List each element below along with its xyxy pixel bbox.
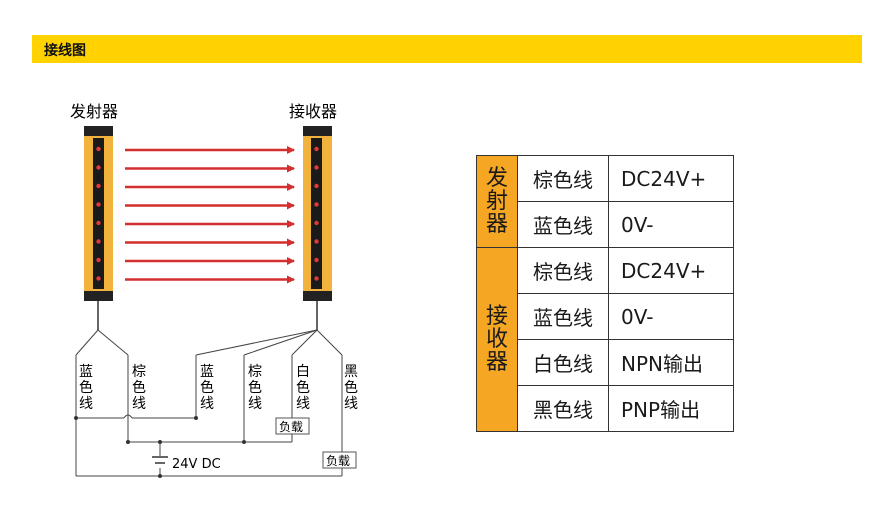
load-box-1: 负载 — [275, 417, 310, 435]
led-dot — [314, 146, 319, 152]
cables — [97, 301, 318, 330]
value-cell: DC24V+ — [608, 247, 734, 294]
group-label-receiver: 接收器 — [485, 304, 508, 375]
led-dot — [96, 276, 101, 281]
value-cell: 0V- — [608, 293, 734, 340]
led-dot — [96, 146, 101, 152]
wire-labels: 蓝色线 棕色线 蓝色线 棕色线 白色线 黑色线 — [79, 364, 358, 412]
wiring-table: 发射器 棕色线 DC24V+ 蓝色线 0V- 接收器 棕色线 DC24V+ 蓝色… — [476, 155, 734, 432]
light-beams — [125, 146, 295, 284]
supply-voltage-label: 24V DC — [172, 457, 221, 472]
value-cell: PNP输出 — [608, 385, 734, 432]
wire-cell: 棕色线 — [517, 247, 609, 294]
value-cell: 0V- — [608, 201, 734, 248]
wire-label-emitter-blue: 蓝色线 — [79, 364, 93, 412]
emitter-light-curtain — [84, 126, 113, 301]
led-dot — [314, 183, 319, 189]
value-cell: NPN输出 — [608, 339, 734, 386]
wire-cell: 蓝色线 — [517, 201, 609, 248]
wire-cell: 白色线 — [517, 339, 609, 386]
table-row: 黑色线 PNP输出 — [477, 385, 734, 432]
led-dot — [314, 239, 319, 244]
wire-cell: 蓝色线 — [517, 293, 609, 340]
wire-cell: 黑色线 — [517, 385, 609, 432]
wire-label-receiver-black: 黑色线 — [344, 364, 358, 412]
group-cell-receiver: 接收器 — [476, 247, 518, 432]
led-dot — [96, 220, 101, 226]
wire-cell: 棕色线 — [517, 155, 609, 202]
emitter-label: 发射器 — [70, 102, 118, 121]
table-row: 接收器 棕色线 DC24V+ — [476, 247, 734, 432]
led-dot — [96, 239, 101, 244]
led-dot — [96, 165, 101, 170]
group-label-emitter: 发射器 — [485, 166, 508, 237]
wire-label-emitter-brown: 棕色线 — [132, 364, 146, 412]
led-dot — [314, 202, 319, 207]
junction-dots — [74, 416, 246, 478]
battery-symbol — [152, 456, 168, 464]
led-dot — [96, 202, 101, 207]
led-dot — [314, 220, 319, 226]
wire-label-receiver-white: 白色线 — [296, 364, 310, 412]
receiver-label: 接收器 — [289, 102, 337, 121]
led-dot — [96, 183, 101, 189]
wire-label-receiver-blue: 蓝色线 — [200, 364, 214, 412]
section-title: 接线图 — [44, 43, 86, 59]
led-dot — [314, 276, 319, 281]
table-row: 蓝色线 0V- — [477, 201, 734, 248]
receiver-light-curtain — [303, 126, 332, 301]
led-dot — [314, 257, 319, 263]
value-cell: DC24V+ — [608, 155, 734, 202]
load-label-1: 负载 — [279, 420, 303, 434]
led-dot — [314, 165, 319, 170]
led-dot — [96, 257, 101, 263]
wiring-lines — [75, 329, 343, 477]
wire-label-receiver-brown: 棕色线 — [248, 364, 262, 412]
table-row: 发射器 棕色线 DC24V+ — [476, 155, 734, 248]
load-box-2: 负载 — [322, 451, 357, 469]
table-row: 白色线 NPN输出 — [477, 339, 734, 386]
section-header-bar: 接线图 — [32, 35, 862, 63]
load-label-2: 负载 — [326, 454, 350, 468]
group-cell-emitter: 发射器 — [476, 155, 518, 248]
